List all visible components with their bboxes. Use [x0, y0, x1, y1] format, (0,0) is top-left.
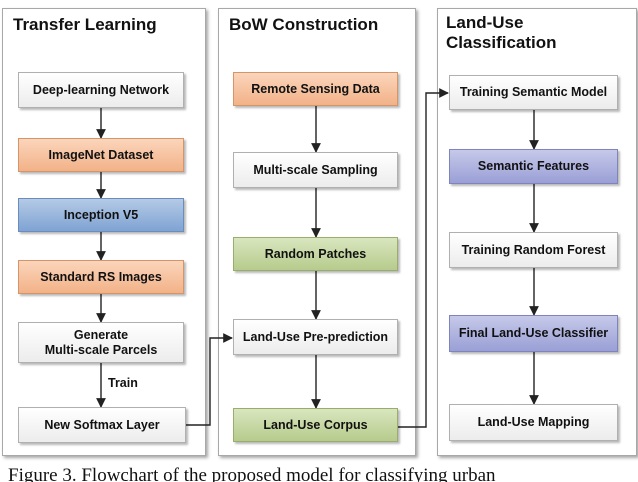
- node-landuse-mapping: Land-Use Mapping: [449, 404, 618, 441]
- node-imagenet-dataset: ImageNet Dataset: [18, 138, 184, 172]
- node-random-patches: Random Patches: [233, 237, 398, 271]
- panel-title-landuse: Land-Use Classification: [446, 13, 557, 52]
- node-label: Training Random Forest: [461, 242, 606, 257]
- panel-title-transfer: Transfer Learning: [13, 15, 157, 34]
- node-label: Generate Multi-scale Parcels: [44, 327, 158, 357]
- node-label: New Softmax Layer: [44, 417, 160, 432]
- node-label: Deep-learning Network: [32, 82, 170, 97]
- node-label: Land-Use Pre-prediction: [242, 329, 389, 344]
- train-edge-label: Train: [108, 376, 138, 390]
- node-label: Standard RS Images: [40, 269, 162, 284]
- panel-title-bow: BoW Construction: [229, 15, 379, 34]
- node-landuse-preprediction: Land-Use Pre-prediction: [233, 319, 398, 355]
- node-remote-sensing-data: Remote Sensing Data: [233, 72, 398, 106]
- node-label: Semantic Features: [477, 159, 590, 173]
- node-multi-scale-sampling: Multi-scale Sampling: [233, 152, 398, 188]
- node-landuse-corpus: Land-Use Corpus: [233, 408, 398, 442]
- node-semantic-features: Semantic Features: [449, 149, 618, 184]
- node-label: Multi-scale Sampling: [253, 162, 378, 177]
- node-label: Land-Use Corpus: [263, 417, 368, 432]
- node-deep-learning-network: Deep-learning Network: [18, 72, 184, 108]
- node-training-semantic-model: Training Semantic Model: [449, 75, 618, 110]
- node-new-softmax-layer: New Softmax Layer: [18, 407, 186, 443]
- node-label: Inception V5: [63, 207, 139, 222]
- node-training-random-forest: Training Random Forest: [449, 232, 618, 268]
- node-label: Training Semantic Model: [459, 85, 608, 99]
- node-label: Final Land-Use Classifier: [458, 326, 609, 340]
- edge-corpus-to-semantic-model: [398, 88, 449, 428]
- node-standard-rs-images: Standard RS Images: [18, 260, 184, 294]
- edge-softmax-to-preprediction: [186, 333, 233, 426]
- node-label: Remote Sensing Data: [251, 81, 380, 96]
- figure-caption: Figure 3. Flowchart of the proposed mode…: [8, 465, 496, 482]
- node-generate-parcels: Generate Multi-scale Parcels: [18, 322, 184, 363]
- node-label: ImageNet Dataset: [48, 147, 154, 162]
- node-label: Land-Use Mapping: [477, 415, 590, 429]
- node-final-landuse-classifier: Final Land-Use Classifier: [449, 315, 618, 352]
- node-label: Random Patches: [264, 246, 367, 261]
- node-inception-v5: Inception V5: [18, 198, 184, 232]
